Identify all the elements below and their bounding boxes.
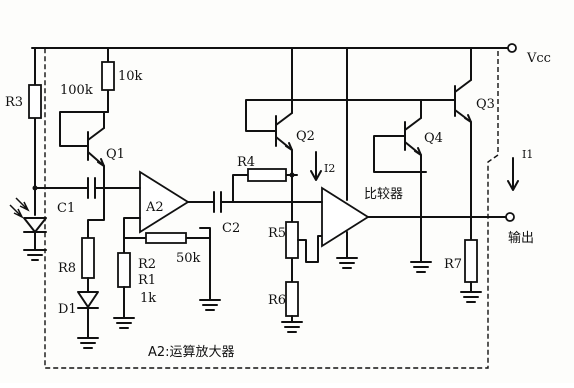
comp-supply	[336, 47, 358, 269]
r7-label: R7	[444, 257, 462, 272]
photodiode	[23, 217, 47, 251]
d1-diode	[77, 277, 99, 339]
a2-label: A2	[145, 200, 164, 215]
q1-base-loop	[59, 95, 109, 147]
r-50k	[145, 232, 187, 244]
q2-transistor	[259, 112, 293, 151]
r-10k	[101, 61, 115, 91]
q3-transistor	[439, 79, 472, 123]
q1-transistor	[71, 127, 105, 167]
dashed-boundary	[44, 47, 499, 369]
c2-label: C2	[222, 221, 240, 236]
i2-arrow	[310, 151, 322, 181]
a2-side-ground	[199, 237, 221, 311]
i1-label: I1	[522, 148, 533, 161]
r6-label: R6	[268, 293, 286, 308]
r4-label: R4	[237, 155, 255, 170]
q2-label: Q2	[296, 129, 315, 144]
q1-ground	[77, 337, 99, 349]
q4-label: Q4	[424, 131, 443, 146]
r5-resistor	[285, 221, 299, 259]
r6-resistor	[285, 281, 299, 317]
r5-wiper	[297, 235, 323, 263]
q4-emitter	[410, 154, 432, 273]
r100k-label: 100k	[60, 83, 93, 98]
a2-ground	[113, 286, 135, 329]
r10k-label: 10k	[118, 69, 143, 84]
r5-label: R5	[268, 226, 286, 241]
r1k-label: 1k	[140, 291, 156, 306]
c2-plates	[213, 191, 222, 213]
r1-label: R1	[138, 273, 156, 288]
q1-label: Q1	[106, 147, 125, 162]
i1-arrow	[507, 157, 519, 191]
r7-resistor	[464, 239, 478, 283]
i2-label: I2	[324, 162, 335, 175]
q4-base-loop	[373, 135, 427, 173]
d1-label: D1	[58, 302, 77, 317]
a2-opamp	[139, 170, 190, 234]
r8-label: R8	[58, 261, 76, 276]
r2-r1-resistor	[117, 252, 131, 288]
r7-ground	[460, 281, 482, 303]
output-terminal	[505, 212, 515, 222]
r8-resistor	[81, 237, 95, 279]
r4-resistor	[247, 168, 287, 182]
q4-transistor	[389, 117, 422, 156]
light-arrows	[9, 197, 30, 219]
r50k-label: 50k	[176, 251, 201, 266]
c1-plates	[87, 177, 96, 199]
caption: A2:运算放大器	[148, 345, 235, 360]
r2-label: R2	[138, 257, 156, 272]
vcc-terminal	[507, 43, 517, 53]
c1-label: C1	[57, 201, 75, 216]
q2-base-link	[245, 99, 456, 132]
output-label: 输出	[508, 230, 534, 246]
r3-label: R3	[5, 95, 23, 110]
comparator	[321, 186, 370, 248]
comparator-label: 比较器	[364, 187, 403, 202]
q3-label: Q3	[476, 97, 495, 112]
r6-ground	[281, 315, 303, 333]
q1-emitter	[87, 165, 105, 239]
vcc-label: Vcc	[526, 51, 551, 66]
r3-resistor	[28, 84, 42, 119]
pd-ground	[23, 249, 47, 261]
